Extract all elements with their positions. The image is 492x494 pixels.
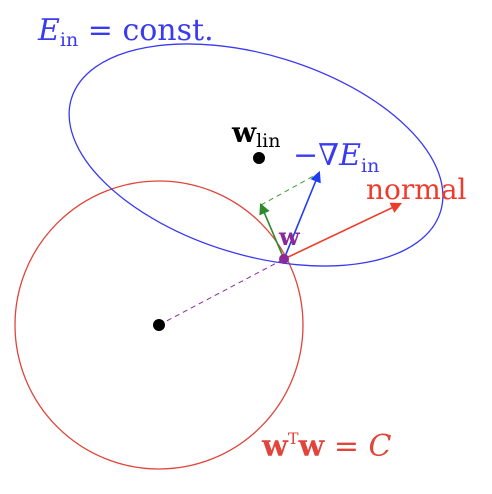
w-lin-point xyxy=(253,152,265,164)
constraint-circle xyxy=(14,180,304,470)
constraint-label: wTw = C xyxy=(261,429,392,464)
projection-dashed-line xyxy=(260,172,320,206)
tangent-arrow xyxy=(259,202,285,260)
neg-gradient-label: −∇Ein xyxy=(293,138,379,177)
normal-label: normal xyxy=(366,173,467,206)
error-contour-ellipse xyxy=(68,43,444,267)
ein-const-label: Ein = const. xyxy=(37,13,214,51)
w-point xyxy=(279,254,289,264)
w-label: w xyxy=(278,222,301,251)
neg-gradient-arrow xyxy=(283,170,321,260)
w-lin-label: wlin xyxy=(231,116,281,152)
origin-point xyxy=(153,319,165,331)
normal-arrow xyxy=(283,202,403,260)
radius-dashed-line xyxy=(158,258,285,326)
